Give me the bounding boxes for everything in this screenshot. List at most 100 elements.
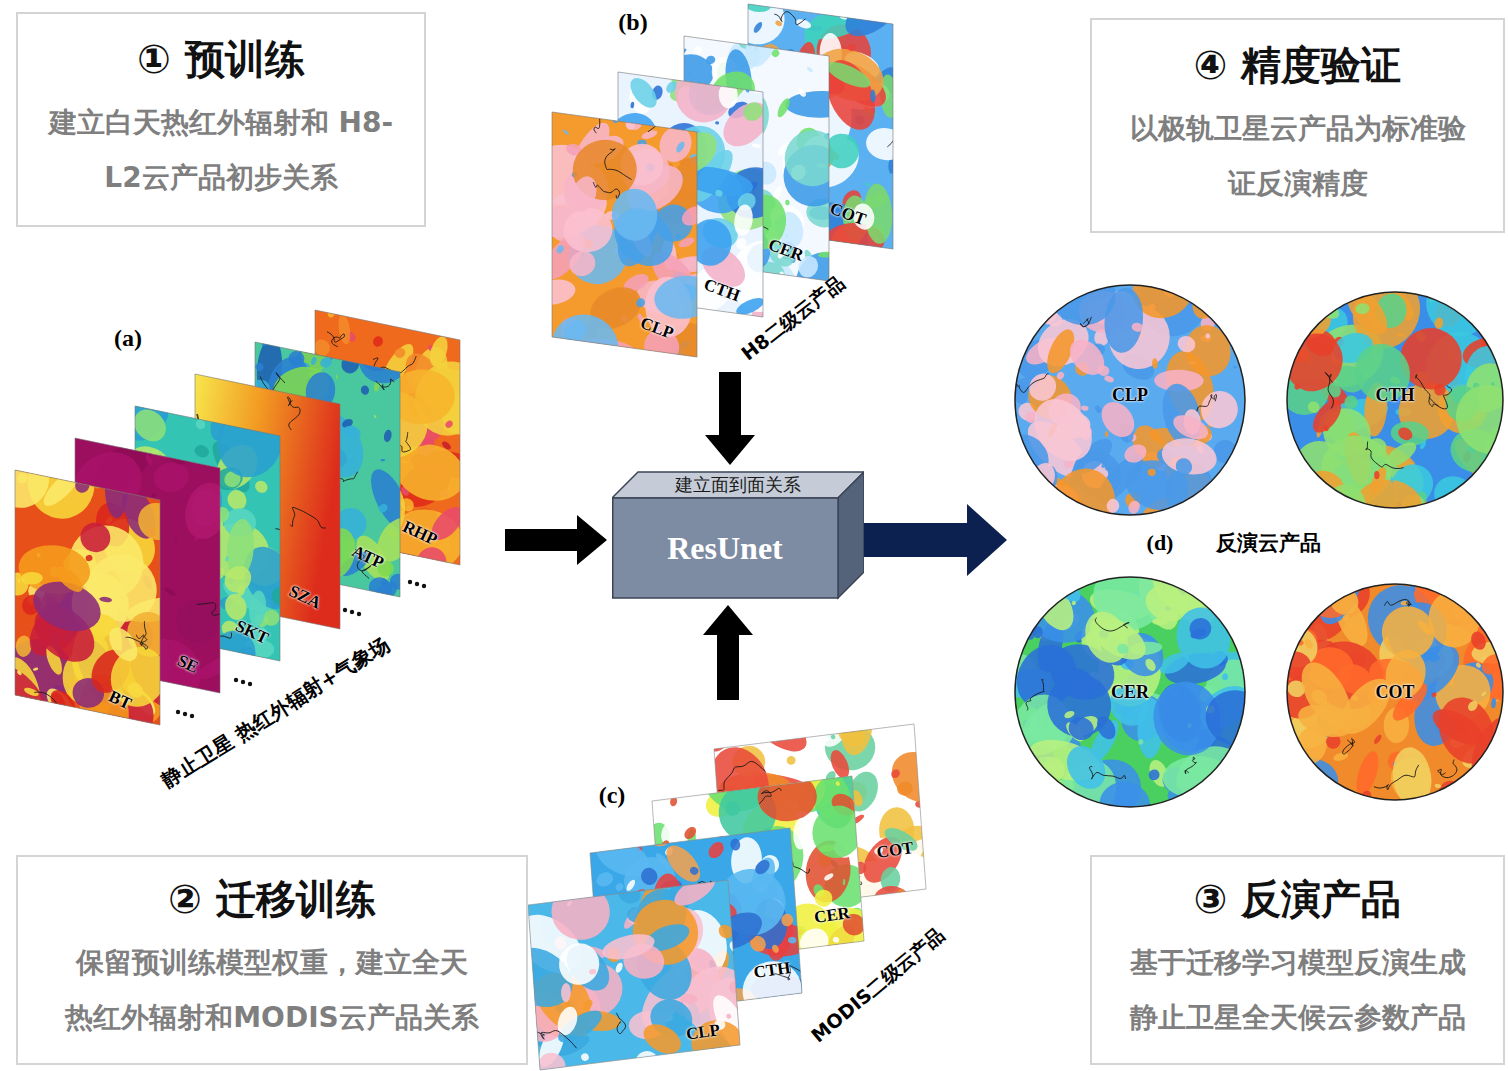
coastline (821, 39, 840, 52)
cloud-patch (633, 1049, 661, 1071)
cloud-patch (371, 335, 384, 349)
cloud-patch (838, 700, 876, 757)
cloud-patch (1033, 288, 1050, 301)
cloud-patch (670, 869, 720, 912)
cloud-patch (1015, 779, 1051, 798)
cloud-patch (731, 949, 814, 1032)
cloud-patch (1006, 573, 1043, 642)
cloud-patch (1456, 289, 1465, 299)
coastline (376, 379, 395, 390)
cloud-patch (1175, 333, 1198, 355)
cloud-patch (373, 414, 377, 418)
cloud-patch (327, 310, 336, 319)
cloud-patch (580, 1052, 590, 1061)
cloud-patch (566, 900, 573, 907)
map-outline (1287, 584, 1503, 800)
cloud-patch (796, 855, 806, 867)
cloud-patch (1122, 441, 1150, 466)
coastline (197, 603, 234, 618)
stack-caption: H8二级云产品 (738, 272, 848, 363)
cloud-patch (52, 562, 87, 596)
cloud-patch (566, 173, 601, 216)
image-panel: CLPCTH(d)反演云产品CERCOT (1012, 272, 1508, 812)
cloud-patch (544, 883, 557, 895)
cloud-patch (1093, 713, 1119, 742)
cloud-patch (542, 304, 628, 388)
cloud-patch (1022, 388, 1103, 473)
ellipsis-dot (234, 678, 238, 682)
cloud-patch (837, 0, 908, 45)
cloud-patch (1491, 698, 1497, 709)
cloud-patch (682, 825, 699, 842)
cloud-patch (0, 443, 55, 514)
cloud-patch (161, 425, 199, 467)
cloud-patch (561, 983, 571, 1003)
cloud-patch (1226, 485, 1261, 521)
cloud-patch (1475, 662, 1482, 669)
cloud-patch (1105, 498, 1120, 514)
cloud-patch (168, 591, 229, 652)
cloud-patch (870, 89, 876, 102)
cloud-patch (864, 125, 909, 163)
cloud-patch (1143, 657, 1158, 673)
cloud-patch (837, 774, 844, 780)
cloud-patch (1310, 553, 1370, 630)
cuboid-top (612, 472, 864, 498)
cloud-patch (680, 993, 698, 1004)
cloud-patch (1105, 431, 1108, 437)
cloud-patch (614, 962, 624, 974)
cloud-patch (310, 356, 317, 365)
cloud-patch (1172, 455, 1195, 478)
cloud-patch (918, 739, 929, 744)
cloud-patch (1203, 796, 1253, 817)
cloud-patch (383, 429, 393, 443)
cloud-patch (1292, 790, 1298, 794)
cloud-patch (1355, 303, 1370, 315)
cloud-patch (775, 97, 792, 119)
cloud-patch (1170, 410, 1212, 444)
cloud-patch (785, 90, 858, 118)
cloud-patch (779, 271, 784, 276)
cloud-patch (16, 670, 22, 676)
cloud-patch (1280, 449, 1297, 468)
cloud-patch (144, 453, 154, 466)
cloud-patch (131, 496, 183, 547)
coastline (594, 109, 620, 132)
cloud-patch (393, 346, 407, 359)
cloud-patch (400, 460, 407, 463)
cloud-patch (720, 1060, 728, 1071)
cloud-patch (553, 1004, 606, 1048)
cloud-patch (1096, 778, 1154, 832)
coastline (887, 128, 908, 147)
cloud-patch (99, 596, 112, 603)
cloud-patch (46, 722, 51, 726)
cloud-patch (848, 44, 856, 51)
cloud-patch (793, 818, 810, 850)
cloud-patch (1326, 784, 1340, 800)
cloud-patch (1469, 593, 1481, 607)
step-heading: ④ 精度验证 (1194, 41, 1402, 89)
cloud-patch (173, 535, 180, 542)
cloud-patch (560, 204, 615, 255)
cloud-patch (748, 855, 780, 897)
cloud-patch (554, 1004, 581, 1038)
cloud-patch (1183, 247, 1250, 327)
cloud-patch (1489, 323, 1508, 337)
cloud-patch (1066, 714, 1097, 743)
cloud-patch (1205, 333, 1210, 339)
cloud-patch (1462, 707, 1508, 791)
coastline (1080, 317, 1091, 327)
cloud-patch (219, 561, 256, 598)
cloud-patch (1138, 739, 1144, 745)
cloud-patch (716, 922, 736, 941)
product-label: CLP (1112, 386, 1148, 404)
cloud-patch (744, 85, 750, 93)
cloud-patch (1071, 600, 1077, 606)
cloud-patch (694, 46, 703, 54)
cloud-patch (531, 1016, 540, 1026)
layer-label: CTH (702, 276, 742, 305)
cloud-patch (684, 158, 691, 166)
product-label: COT (1375, 683, 1414, 701)
coastline (616, 1013, 625, 1033)
cloud-patch (122, 436, 185, 506)
